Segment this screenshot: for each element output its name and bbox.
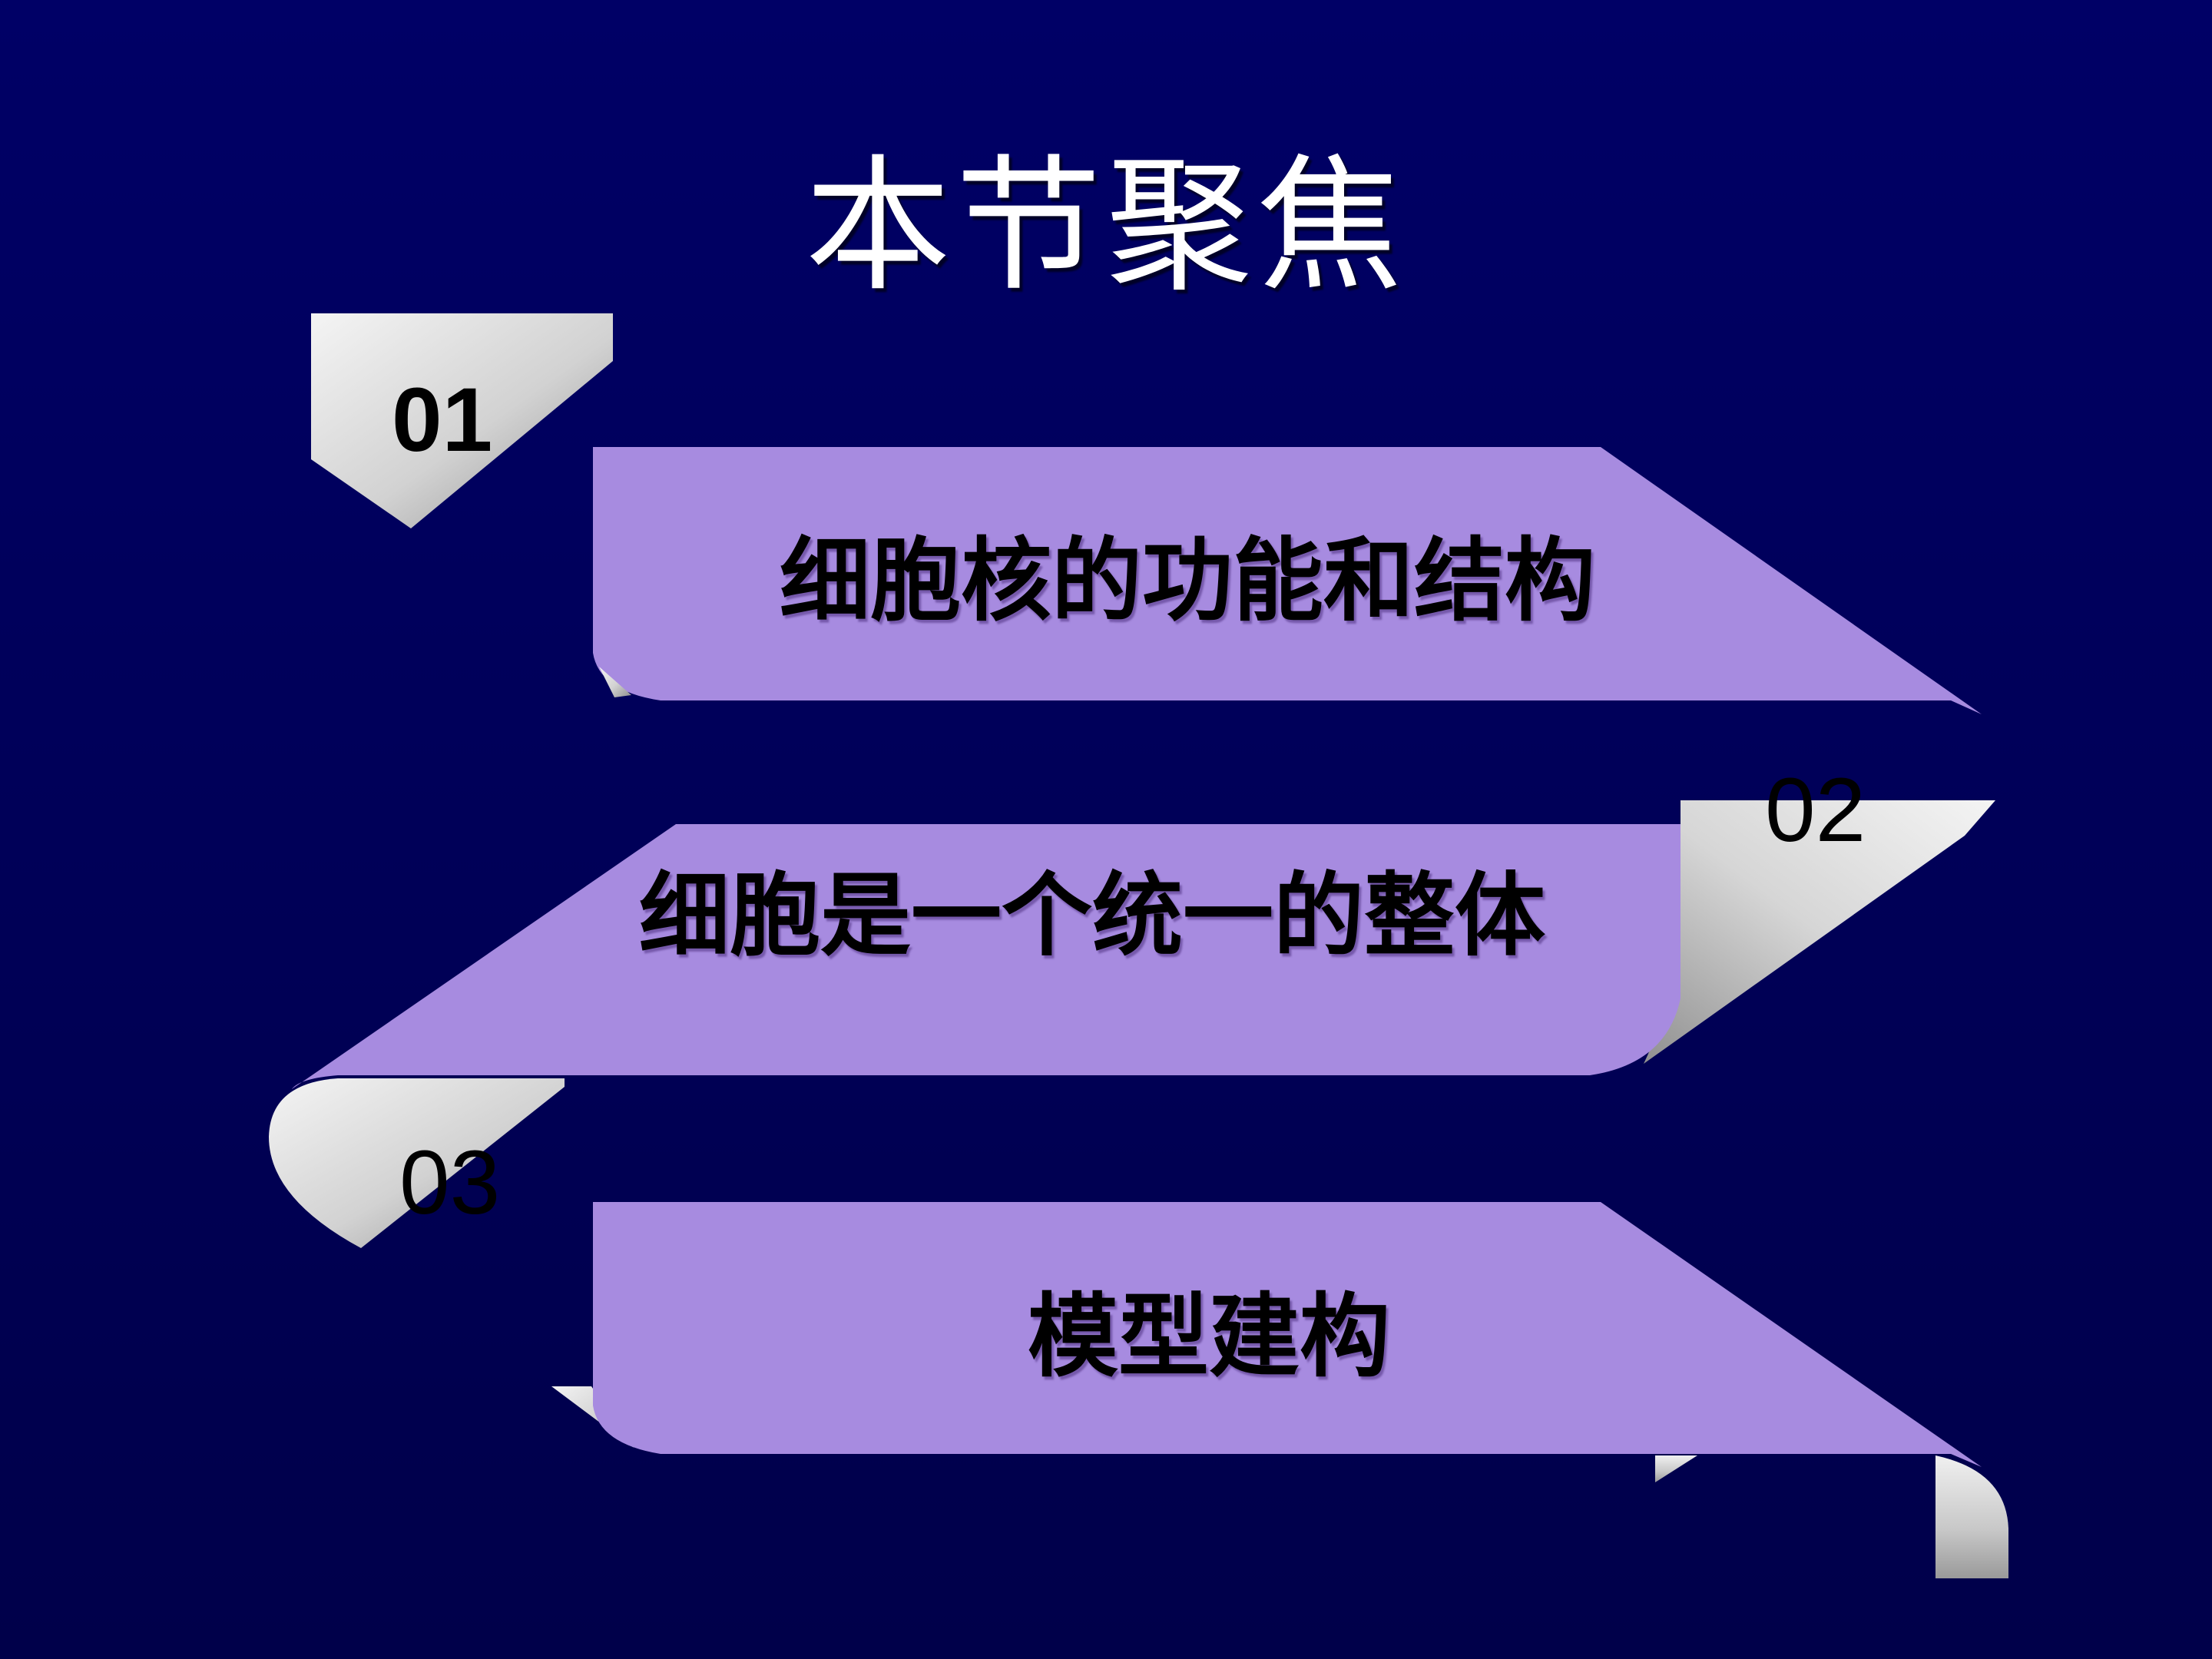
slide-title: 本节聚焦 bbox=[804, 141, 1407, 311]
banner-3-shape bbox=[593, 1202, 1982, 1467]
tab-03-shape bbox=[269, 1078, 565, 1248]
item-label-1: 细胞核的功能和结构 bbox=[780, 528, 1596, 634]
tab-01-shape bbox=[311, 313, 613, 528]
banner-2-shape bbox=[292, 824, 1681, 1089]
item-number-02: 02 bbox=[1765, 760, 1866, 861]
item-label-3: 模型建构 bbox=[1028, 1283, 1391, 1389]
item-number-03: 03 bbox=[399, 1132, 501, 1233]
banner-3-fold-small bbox=[1655, 1455, 1697, 1482]
banner-3-curl bbox=[1936, 1455, 2008, 1578]
tab-02-shape bbox=[1644, 800, 1995, 1064]
banner-1-fold bbox=[599, 667, 631, 697]
item-number-01: 01 bbox=[392, 369, 493, 471]
item-label-2: 细胞是一个统一的整体 bbox=[639, 863, 1546, 969]
banner-1-shape bbox=[593, 447, 1982, 714]
